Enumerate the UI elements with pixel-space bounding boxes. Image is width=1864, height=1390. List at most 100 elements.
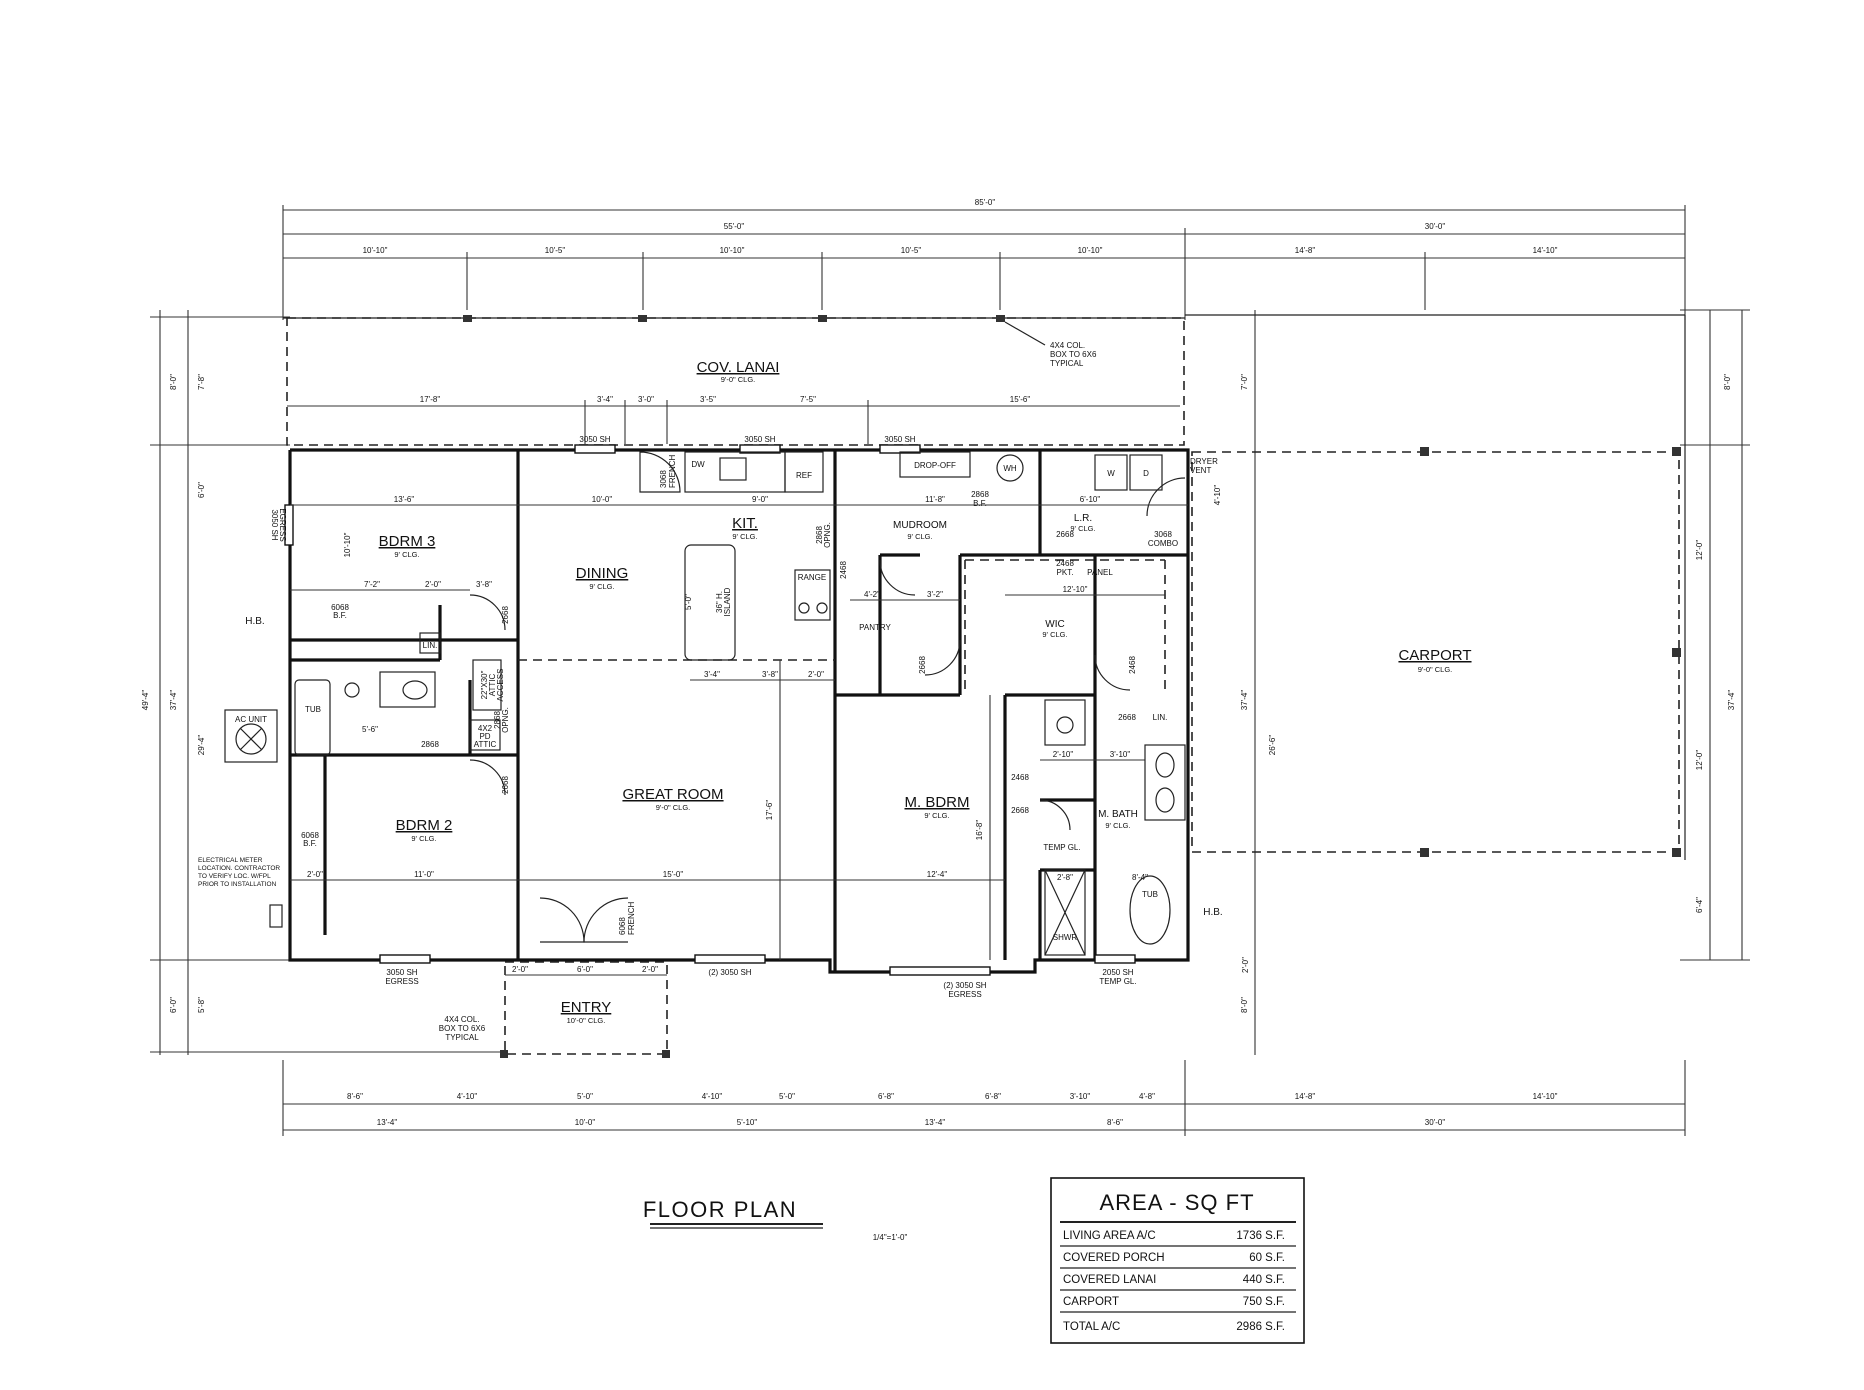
room-dim: 2'-10": [1053, 750, 1074, 759]
door-label: FRENCH: [627, 901, 636, 935]
linen-label: LIN.: [1153, 713, 1168, 722]
entry-dim: 6'-0": [577, 965, 593, 974]
plan-scale: 1/4"=1'-0": [873, 1233, 908, 1242]
pantry-label: PANTRY: [859, 623, 891, 632]
room-ceiling-mbath: 9' CLG.: [1105, 821, 1130, 830]
dim-top: 10'-5": [901, 246, 922, 255]
room-name-lr: L.R.: [1074, 513, 1092, 524]
room-dim: 10'-10": [343, 532, 352, 557]
col-note-line2: BOX TO 6X6: [1050, 350, 1097, 359]
dim-bottom: 6'-8": [878, 1092, 894, 1101]
dim-left: 6'-0": [169, 997, 178, 1013]
dim-bottom-2: 30'-0": [1425, 1118, 1446, 1127]
attic-label: ATTIC: [474, 740, 497, 749]
fixtures: DW REF 36" H. ISLAND 5'-0" RANGE DROP-OF…: [198, 451, 1223, 956]
room-name-dining: DINING: [576, 565, 629, 582]
door-label: 3068: [659, 470, 668, 488]
room-ceiling-entry: 10'-0" CLG.: [567, 1016, 606, 1025]
dim-top: 10'-5": [545, 246, 566, 255]
right-dimension-lines: 8'-0" 12'-0" 37'-4" 12'-0" 6'-4" 7'-0" 3…: [1213, 309, 1750, 1055]
room-dim: 6'-10": [1080, 495, 1101, 504]
room-ceiling-lanai: 9'-0" CLG.: [721, 375, 756, 384]
area-row-value: 60 S.F.: [1249, 1252, 1285, 1264]
dim-left-inner: 6'-0": [197, 482, 206, 498]
dryer-vent-label: VENT: [1190, 466, 1211, 475]
window-label: TEMP GL.: [1099, 977, 1136, 986]
ac-unit-label: AC UNIT: [235, 715, 267, 724]
water-heater-label: WH: [1003, 464, 1017, 473]
room-dim: 8'-4": [1132, 873, 1148, 882]
hose-bib-right: H.B.: [1203, 907, 1222, 918]
room-dim: 12'-4": [927, 870, 948, 879]
dryer-label: D: [1143, 469, 1149, 478]
attic-label: 4X2: [478, 724, 493, 733]
dim-bottom-2: 13'-4": [925, 1118, 946, 1127]
dim-left: 49'-4": [141, 690, 150, 711]
window-label: (2) 3050 SH: [943, 981, 986, 990]
room-name-entry: ENTRY: [561, 999, 612, 1016]
window-label: EGRESS: [948, 990, 981, 999]
door-label: PKT.: [1057, 568, 1074, 577]
attic-access-label: ACCESS: [496, 669, 505, 702]
dim-bottom-2: 10'-0": [575, 1118, 596, 1127]
attic-label: PD: [479, 732, 490, 741]
room-name-mudroom: MUDROOM: [893, 520, 947, 531]
room-name-bdrm3: BDRM 3: [379, 533, 436, 550]
room-ceiling-great: 9'-0" CLG.: [656, 803, 691, 812]
door-label: COMBO: [1148, 539, 1178, 548]
door-label: 2668: [1056, 530, 1074, 539]
dishwasher-label: DW: [691, 460, 705, 469]
room-dim: 16'-8": [975, 820, 984, 841]
door-label: OPNG.: [501, 707, 510, 733]
bifold-label: 6068: [301, 831, 319, 840]
island-label: ISLAND: [723, 587, 732, 616]
bifold-label: 6068: [331, 603, 349, 612]
room-dim: 3'-4": [704, 670, 720, 679]
door-label: 2468: [1011, 773, 1029, 782]
room-ceiling-carport: 9'-0" CLG.: [1418, 665, 1453, 674]
door-label: 2668: [1011, 806, 1029, 815]
dim-total-width: 85'-0": [975, 198, 996, 207]
door-label: 2668: [501, 776, 510, 794]
linen-label: LIN.: [423, 641, 438, 650]
dim-top: 10'-10": [720, 246, 745, 255]
windows: 3050 SH 3050 SH 3050 SH 3050 SH EGRESS (…: [270, 435, 1137, 999]
room-ceiling-bdrm3: 9' CLG.: [394, 550, 419, 559]
dim-bottom: 4'-8": [1139, 1092, 1155, 1101]
window-label: 2050 SH: [1102, 968, 1133, 977]
room-ceiling-lr: 9' CLG.: [1070, 524, 1095, 533]
dim-bottom: 8'-6": [347, 1092, 363, 1101]
room-ceiling-dining: 9' CLG.: [589, 582, 614, 591]
room-dim: 13'-6": [394, 495, 415, 504]
room-dim: 9'-0": [752, 495, 768, 504]
door-label: 2868: [421, 740, 439, 749]
hose-bib-left: H.B.: [245, 616, 264, 627]
room-name-lanai: COV. LANAI: [697, 359, 780, 376]
area-row-label: COVERED LANAI: [1063, 1274, 1156, 1286]
dim-bottom: 6'-8": [985, 1092, 1001, 1101]
dim-inner-right: 4'-10": [1213, 485, 1222, 506]
dim-bottom: 4'-10": [702, 1092, 723, 1101]
meter-note: ELECTRICAL METER: [198, 857, 263, 864]
door-label: B.F.: [973, 499, 987, 508]
col-note-entry: 4X4 COL.: [444, 1015, 479, 1024]
door-label: OPNG.: [823, 522, 832, 548]
attic-access-label: 22"X30": [480, 670, 489, 699]
dim-lanai: 3'-4": [597, 395, 613, 404]
fridge-label: REF: [796, 471, 812, 480]
dim-top: 10'-10": [363, 246, 388, 255]
panel-label: PANEL: [1087, 568, 1113, 577]
covered-lanai: COV. LANAI 9'-0" CLG. 17'-8" 3'-4" 3'-0"…: [283, 315, 1185, 446]
area-table-heading: AREA - SQ FT: [1099, 1190, 1254, 1215]
dim-left-inner: 37'-4": [169, 690, 178, 711]
area-row-label: TOTAL A/C: [1063, 1321, 1120, 1333]
room-dim: 2'-0": [425, 580, 441, 589]
room-ceiling-wic: 9' CLG.: [1042, 630, 1067, 639]
dim-bottom: 14'-10": [1533, 1092, 1558, 1101]
room-ceiling-mudroom: 9' CLG.: [907, 532, 932, 541]
room-dim: 4'-2": [864, 590, 880, 599]
left-dimension-lines: 8'-0" 49'-4" 6'-0" 7'-8" 6'-0" 37'-4" 29…: [141, 310, 500, 1055]
dim-top: 14'-10": [1533, 246, 1558, 255]
dim-lanai: 15'-6": [1010, 395, 1031, 404]
window-label: 3050 SH: [884, 435, 915, 444]
